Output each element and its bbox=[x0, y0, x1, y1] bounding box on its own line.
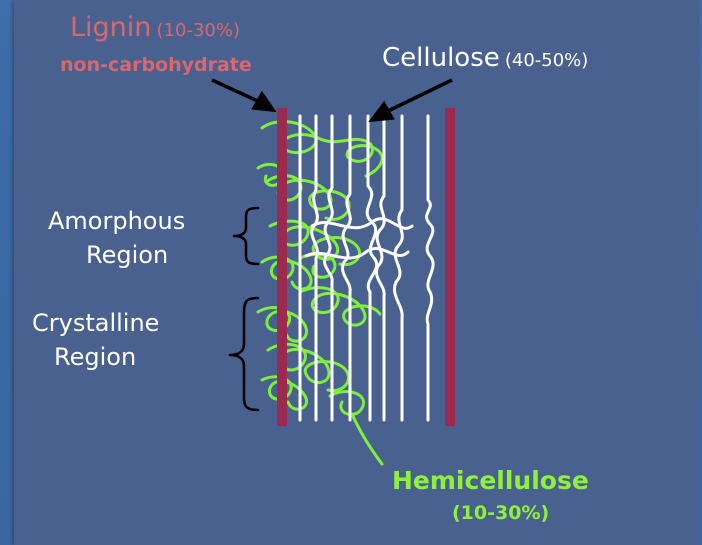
amorphous-label: Amorphous Region bbox=[48, 204, 185, 272]
cellulose-title: Cellulose (40-50%) bbox=[382, 45, 588, 71]
amorphous-brace bbox=[234, 208, 258, 264]
hemicellulose-strand-6 bbox=[300, 288, 380, 326]
amorphous-label-line1: Amorphous bbox=[48, 204, 185, 238]
cellulose-fibrils bbox=[300, 116, 433, 420]
cellulose-percent: (40-50%) bbox=[505, 50, 588, 71]
cellulose-fibril-4 bbox=[342, 116, 350, 420]
crystalline-label-line1: Crystalline bbox=[32, 306, 159, 340]
lignin-title: Lignin (10-30%) bbox=[70, 14, 240, 41]
cellulose-crosslink-2 bbox=[306, 249, 408, 259]
hemicellulose-label: Hemicellulose bbox=[392, 468, 589, 493]
hemicellulose-strand-10 bbox=[330, 392, 364, 415]
braces bbox=[230, 208, 258, 410]
lignin-label: Lignin bbox=[70, 12, 151, 43]
cellulose-fibril-5 bbox=[367, 116, 377, 420]
cellulose-arrow-shaft bbox=[386, 80, 452, 112]
lignin-arrow-head bbox=[254, 94, 273, 110]
crystalline-label: Crystalline Region bbox=[32, 306, 159, 374]
cellulose-arrow-head bbox=[372, 104, 392, 120]
crystalline-label-line2: Region bbox=[54, 340, 159, 374]
lignin-percent: (10-30%) bbox=[157, 20, 240, 41]
lignin-subtitle: non-carbohydrate bbox=[60, 56, 252, 75]
lignin-bar-right bbox=[445, 108, 455, 426]
amorphous-label-line2: Region bbox=[86, 238, 185, 272]
lignin-bar-left bbox=[277, 108, 287, 426]
arrows bbox=[212, 80, 452, 120]
cellulose-label: Cellulose bbox=[382, 43, 500, 73]
hemicellulose-percent: (10-30%) bbox=[452, 504, 549, 523]
cellulose-fibril-7 bbox=[394, 116, 402, 420]
cellulose-crosslink-1 bbox=[312, 219, 412, 229]
hemicellulose-strand-12 bbox=[352, 414, 382, 464]
hemicellulose-strands bbox=[258, 122, 382, 464]
cellulose-fibril-8 bbox=[427, 116, 434, 420]
crystalline-brace bbox=[230, 298, 258, 410]
lignin-arrow-shaft bbox=[212, 80, 262, 103]
